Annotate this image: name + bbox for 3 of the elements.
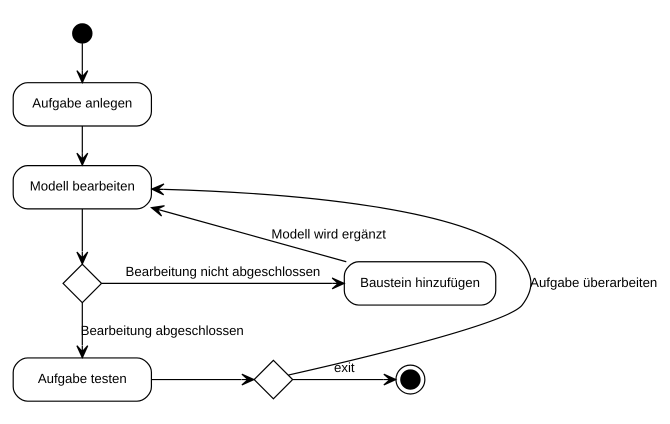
edge-label: Bearbeitung nicht abgeschlossen bbox=[126, 263, 320, 278]
edge-label: Modell wird ergänzt bbox=[271, 226, 386, 242]
edge-label: exit bbox=[334, 360, 355, 375]
